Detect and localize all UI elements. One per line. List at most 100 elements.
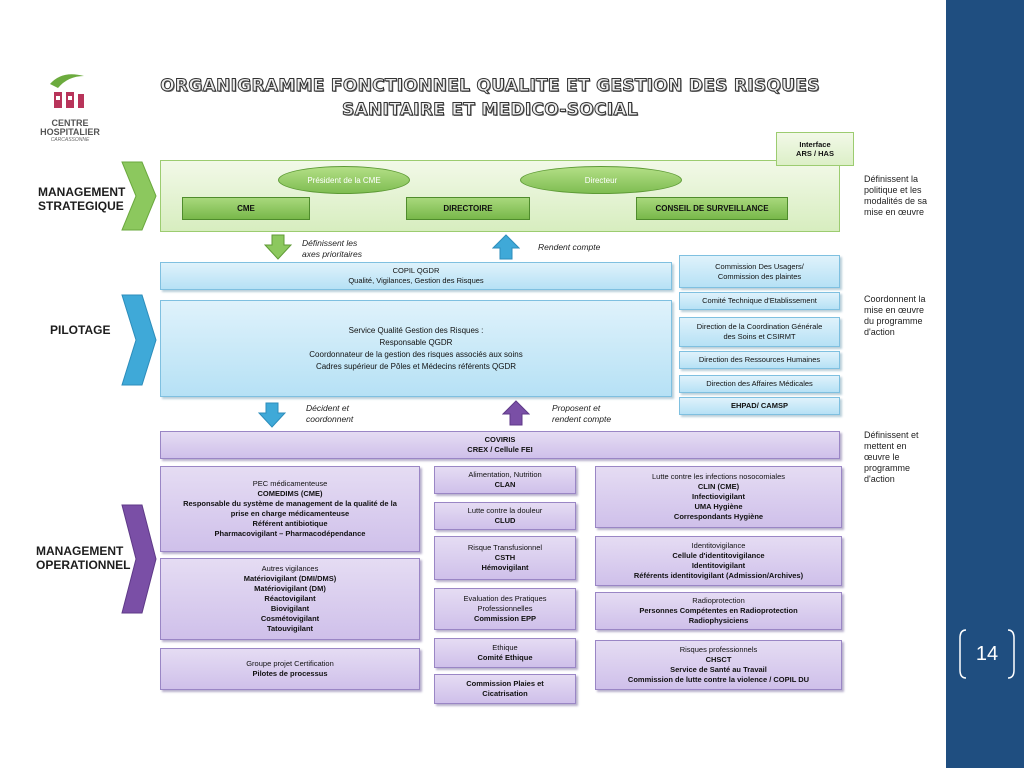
copil-sub: Qualité, Vigilances, Gestion des Risques bbox=[348, 276, 484, 285]
side-strategic-2: politique et les bbox=[864, 185, 922, 195]
band-label-pilotage: PILOTAGE bbox=[50, 323, 110, 337]
douleur-box: Lutte contre la douleur CLUD bbox=[434, 502, 576, 530]
side-op-5: d'action bbox=[864, 474, 895, 484]
alim-head: Alimentation, Nutrition bbox=[468, 470, 542, 479]
coviris-l1: COVIRIS bbox=[484, 435, 516, 444]
ethique-box: Ethique Comité Ethique bbox=[434, 638, 576, 668]
band-strategic-line2: STRATEGIQUE bbox=[38, 199, 124, 213]
transf-l2: Hémovigilant bbox=[481, 563, 529, 572]
logo-line1: CENTRE bbox=[51, 118, 89, 128]
autres-vigilances-box: Autres vigilances Matériovigilant (DMI/D… bbox=[160, 558, 420, 640]
prof-l3: Commission de lutte contre la violence /… bbox=[627, 675, 810, 684]
service-l1: Responsable QGDR bbox=[379, 337, 453, 347]
service-qualite-box: Service Qualité Gestion des Risques : Re… bbox=[160, 300, 672, 397]
epp-head: Evaluation des Pratiques bbox=[463, 594, 547, 603]
strategic-button-directoire: DIRECTOIRE bbox=[406, 197, 530, 220]
coviris-l2: CREX / Cellule FEI bbox=[467, 445, 533, 454]
infect-l2: Infectiovigilant bbox=[692, 492, 745, 501]
pec-l2: Responsable du système de management de … bbox=[183, 499, 397, 508]
service-title: Service Qualité Gestion des Risques : bbox=[348, 325, 484, 335]
side-strategic-4: mise en œuvre bbox=[864, 207, 925, 217]
vig-head: Autres vigilances bbox=[261, 564, 319, 573]
chevron-green-icon bbox=[121, 161, 157, 231]
transf-head: Risque Transfusionnel bbox=[467, 543, 543, 552]
prof-l1: CHSCT bbox=[705, 655, 732, 664]
prof-head: Risques professionnels bbox=[679, 645, 758, 654]
douleur-l1: CLUD bbox=[494, 516, 516, 525]
pec-l4: Référent antibiotique bbox=[252, 519, 328, 528]
side-pilotage-1: Coordonnent la bbox=[864, 294, 926, 304]
side-note-strategic: Définissent la politique et les modalité… bbox=[864, 174, 927, 218]
infect-l3: UMA Hygiène bbox=[694, 502, 743, 511]
cert-head: Groupe projet Certification bbox=[246, 659, 334, 668]
vig-l1: Matériovigilant (DMI/DMS) bbox=[243, 574, 337, 583]
up2-line2: rendent compte bbox=[552, 414, 612, 424]
ethique-head: Ethique bbox=[492, 643, 518, 652]
service-l2: Coordonnateur de la gestion des risques … bbox=[309, 349, 523, 359]
page-number-bracket-icon bbox=[959, 629, 1015, 679]
vig-l5: Cosmétovigilant bbox=[260, 614, 320, 623]
arrow-up-purple-icon bbox=[502, 400, 530, 426]
vig-l2: Matériovigilant (DM) bbox=[254, 584, 326, 593]
strategic-button-conseil: CONSEIL DE SURVEILLANCE bbox=[636, 197, 788, 220]
radioprotection-box: Radioprotection Personnes Compétentes en… bbox=[595, 592, 842, 630]
right-box-direction-soins: Direction de la Coordination Générale de… bbox=[679, 317, 840, 347]
pec-head: PEC médicamenteuse bbox=[252, 479, 328, 488]
rb0-l2: Commission des plaintes bbox=[717, 271, 802, 281]
strategic-band bbox=[160, 160, 840, 232]
directoire-label: DIRECTOIRE bbox=[443, 203, 493, 213]
copil-qgdr-box: COPIL QGDR Qualité, Vigilances, Gestion … bbox=[160, 262, 672, 290]
right-sidebar bbox=[946, 0, 1024, 768]
infections-box: Lutte contre les infections nosocomiales… bbox=[595, 466, 842, 528]
ident-l3: Référents identitovigilant (Admission/Ar… bbox=[633, 571, 804, 580]
right-box-ehpad: EHPAD/ CAMSP bbox=[679, 397, 840, 415]
side-pilotage-3: du programme bbox=[864, 316, 923, 326]
vig-l4: Biovigilant bbox=[270, 604, 310, 613]
side-pilotage-2: mise en œuvre bbox=[864, 305, 925, 315]
rb2-l2: des Soins et CSIRMT bbox=[723, 332, 796, 341]
down2-line2: coordonnent bbox=[306, 414, 354, 424]
hospital-logo-icon bbox=[50, 74, 84, 108]
identitovigilance-box: Identitovigilance Cellule d'identitovigi… bbox=[595, 536, 842, 586]
down2-line1: Décident et bbox=[306, 403, 349, 413]
band-strategic-line1: MANAGEMENT bbox=[38, 185, 126, 199]
band-operational-line1: MANAGEMENT bbox=[36, 544, 124, 558]
ident-head: Identitovigilance bbox=[691, 541, 746, 550]
arrow-note-down2: Décident et coordonnent bbox=[306, 403, 353, 425]
interface-note: Interface ARS / HAS bbox=[776, 132, 854, 166]
rb2-l1: Direction de la Coordination Générale bbox=[696, 322, 823, 331]
interface-line2: ARS / HAS bbox=[796, 149, 834, 158]
page-title: ORGANIGRAMME FONCTIONNEL QUALITE ET GEST… bbox=[160, 74, 820, 122]
page-number: 14 bbox=[975, 642, 999, 665]
band-label-strategic: MANAGEMENT STRATEGIQUE bbox=[38, 185, 125, 213]
pec-l1: COMEDIMS (CME) bbox=[257, 489, 323, 498]
radio-head: Radioprotection bbox=[692, 596, 745, 605]
transf-l1: CSTH bbox=[494, 553, 516, 562]
right-box-drh: Direction des Ressources Humaines bbox=[679, 351, 840, 369]
up2-line1: Proposent et bbox=[552, 403, 601, 413]
side-op-4: programme bbox=[864, 463, 911, 473]
arrow-down-blue-icon bbox=[258, 402, 286, 428]
rb5-l1: EHPAD/ CAMSP bbox=[731, 401, 788, 410]
rb0-l1: Commission Des Usagers/ bbox=[715, 261, 804, 271]
side-pilotage-4: d'action bbox=[864, 327, 895, 337]
side-note-pilotage: Coordonnent la mise en œuvre du programm… bbox=[864, 294, 926, 338]
infect-l1: CLIN (CME) bbox=[697, 482, 740, 491]
radio-l2: Radiophysiciens bbox=[688, 616, 749, 625]
title-line1: ORGANIGRAMME FONCTIONNEL QUALITE ET GEST… bbox=[160, 76, 820, 97]
up1-line1: Rendent compte bbox=[538, 242, 601, 252]
epp-l1: Commission EPP bbox=[473, 614, 537, 623]
ident-l2: Identitovigilant bbox=[691, 561, 746, 570]
conseil-label: CONSEIL DE SURVEILLANCE bbox=[655, 203, 769, 213]
down1-line1: Définissent les bbox=[302, 238, 358, 248]
oval-president-cme: Président de la CME bbox=[278, 166, 410, 194]
right-box-dam: Direction des Affaires Médicales bbox=[679, 375, 840, 393]
arrow-note-up2: Proposent et rendent compte bbox=[552, 403, 611, 425]
plaies-l2: Cicatrisation bbox=[482, 689, 528, 698]
pec-l5: Pharmacovigilant – Pharmacodépendance bbox=[214, 529, 366, 538]
band-operational-line2: OPERATIONNEL bbox=[36, 558, 131, 572]
cme-label: CME bbox=[237, 203, 255, 213]
transfusionnel-box: Risque Transfusionnel CSTH Hémovigilant bbox=[434, 536, 576, 580]
radio-l1: Personnes Compétentes en Radioprotection bbox=[639, 606, 798, 615]
prof-l2: Service de Santé au Travail bbox=[670, 665, 767, 674]
